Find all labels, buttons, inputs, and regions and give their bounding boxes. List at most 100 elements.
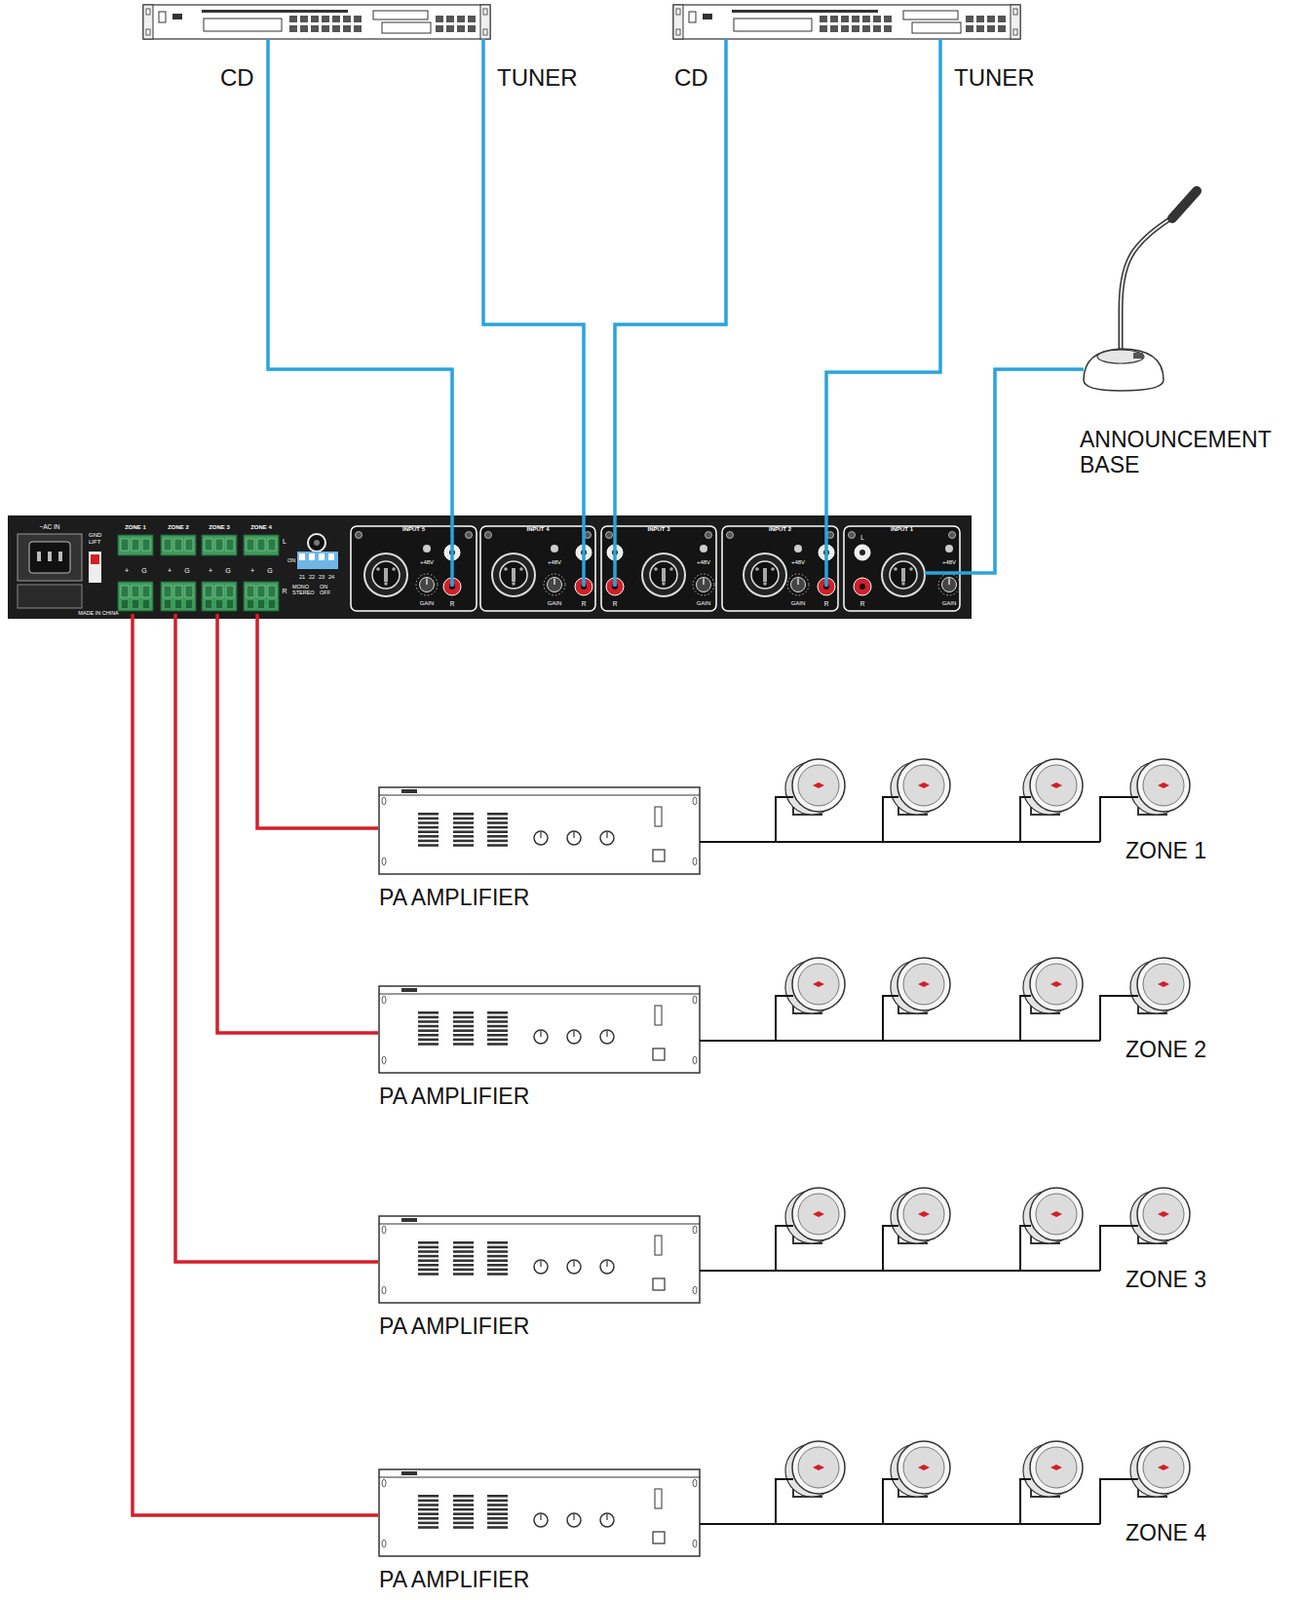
- vent-slot: [487, 830, 508, 834]
- button: [965, 25, 974, 33]
- rack-hole: [381, 797, 386, 805]
- terminal-pin: [258, 600, 265, 609]
- terminal-block: [117, 534, 153, 556]
- vent-slot: [453, 1522, 474, 1526]
- button: [883, 15, 892, 23]
- rca-left-hole: [859, 549, 866, 556]
- amp-chassis: [379, 986, 700, 1073]
- node-label: CD: [674, 64, 709, 93]
- input-panel: [601, 526, 717, 611]
- speaker-tap: [1020, 995, 1031, 1041]
- terminal-pin: [247, 600, 254, 609]
- terminal-screw: [246, 585, 255, 598]
- cable-drop: [266, 38, 270, 96]
- amp-knob: [567, 1259, 581, 1274]
- vent-slot: [487, 1016, 508, 1020]
- vent-slot: [453, 835, 474, 839]
- terminal-screw: [131, 538, 140, 551]
- button: [289, 25, 298, 33]
- source-label: CD: [670, 60, 733, 96]
- terminal-block: [243, 534, 279, 556]
- button: [435, 15, 444, 23]
- vent-slot: [487, 1517, 508, 1521]
- terminal-pin: [143, 600, 150, 609]
- terminal-screw: [185, 538, 193, 551]
- speaker-face: [792, 759, 845, 812]
- node-label: R: [860, 600, 866, 609]
- terminal-screw: [215, 538, 224, 551]
- mic-base-top: [1097, 349, 1145, 364]
- jack-slot: [383, 568, 388, 582]
- screw: [848, 532, 856, 539]
- terminal-block: [201, 534, 237, 556]
- speaker-tap: [882, 1225, 899, 1271]
- speaker-tap: [1100, 1479, 1139, 1525]
- terminal-pin: [164, 600, 171, 609]
- rack-hole: [692, 1479, 697, 1488]
- vent-slot: [453, 1259, 474, 1262]
- speaker-face: [1137, 957, 1190, 1011]
- speaker-tap: [775, 797, 794, 842]
- xlr-inner: [499, 561, 528, 589]
- amp-meter: [654, 1005, 662, 1026]
- vent-slot: [418, 1526, 439, 1529]
- speaker-logo: [1050, 1211, 1063, 1218]
- mic-switch: [1133, 352, 1144, 359]
- terminal-block: [160, 581, 196, 611]
- node-label: ZONE 3: [208, 524, 230, 532]
- node-label: ZONE 1: [124, 524, 147, 532]
- node-label: +48V: [419, 559, 434, 567]
- vent-slot: [418, 1038, 439, 1042]
- speaker-grille: [903, 1447, 945, 1489]
- zone-output: ZONE 1+G: [116, 522, 154, 614]
- cable-drop: [481, 38, 486, 96]
- vent-slot: [487, 1246, 508, 1250]
- mic-base: [1083, 348, 1164, 391]
- vent-slot: [487, 1241, 508, 1245]
- knob-pointer: [572, 1514, 574, 1521]
- screw: [726, 532, 734, 539]
- amp-logo: [401, 988, 418, 993]
- node-label: G: [225, 567, 230, 575]
- amp-knob: [534, 831, 548, 845]
- vent-slot: [418, 830, 439, 834]
- terminal-screw: [174, 585, 183, 598]
- speaker-logo: [812, 1464, 825, 1471]
- vent-slot: [487, 812, 508, 816]
- rack-hole: [1013, 29, 1018, 36]
- speaker-tap: [882, 1479, 899, 1525]
- xlr-pin: [503, 567, 508, 572]
- speaker-zone: ZONE 2: [769, 947, 1214, 1074]
- vent-slot: [418, 1499, 439, 1503]
- screw: [606, 532, 613, 539]
- screw: [485, 532, 493, 539]
- knob-pointer: [539, 1260, 541, 1267]
- terminal-block: [117, 581, 153, 611]
- speaker-logo: [1157, 981, 1170, 988]
- button: [321, 15, 330, 23]
- xlr-pin: [669, 567, 674, 572]
- node-label: R: [824, 600, 830, 609]
- knob-pointer: [425, 578, 427, 586]
- speaker-logo: [917, 981, 930, 988]
- vent-slot: [487, 1042, 508, 1046]
- button: [997, 25, 1006, 33]
- speaker-tap: [1020, 797, 1031, 842]
- terminal-screw: [120, 585, 129, 598]
- vent-slot: [418, 812, 439, 816]
- vent-slot: [418, 1263, 439, 1267]
- terminal-screw: [163, 538, 172, 551]
- amp-knob: [534, 1259, 548, 1274]
- speaker-tap: [882, 995, 899, 1041]
- terminal-screw: [174, 538, 183, 551]
- node-label: PA AMPLIFIER: [379, 1083, 530, 1111]
- amp-knob: [567, 1030, 581, 1044]
- vent-slot: [487, 1020, 508, 1024]
- mixer-panel: ~AC INGND LIFTMADE IN CHINAZONE 1+GZONE …: [7, 515, 972, 619]
- speaker-logo: [917, 1211, 930, 1218]
- speaker-face: [792, 1187, 845, 1241]
- cable-plug: [581, 525, 586, 587]
- pa-amplifier: PA AMPLIFIER: [378, 986, 700, 1112]
- ac-pin: [47, 551, 52, 562]
- amp-knob: [567, 831, 581, 845]
